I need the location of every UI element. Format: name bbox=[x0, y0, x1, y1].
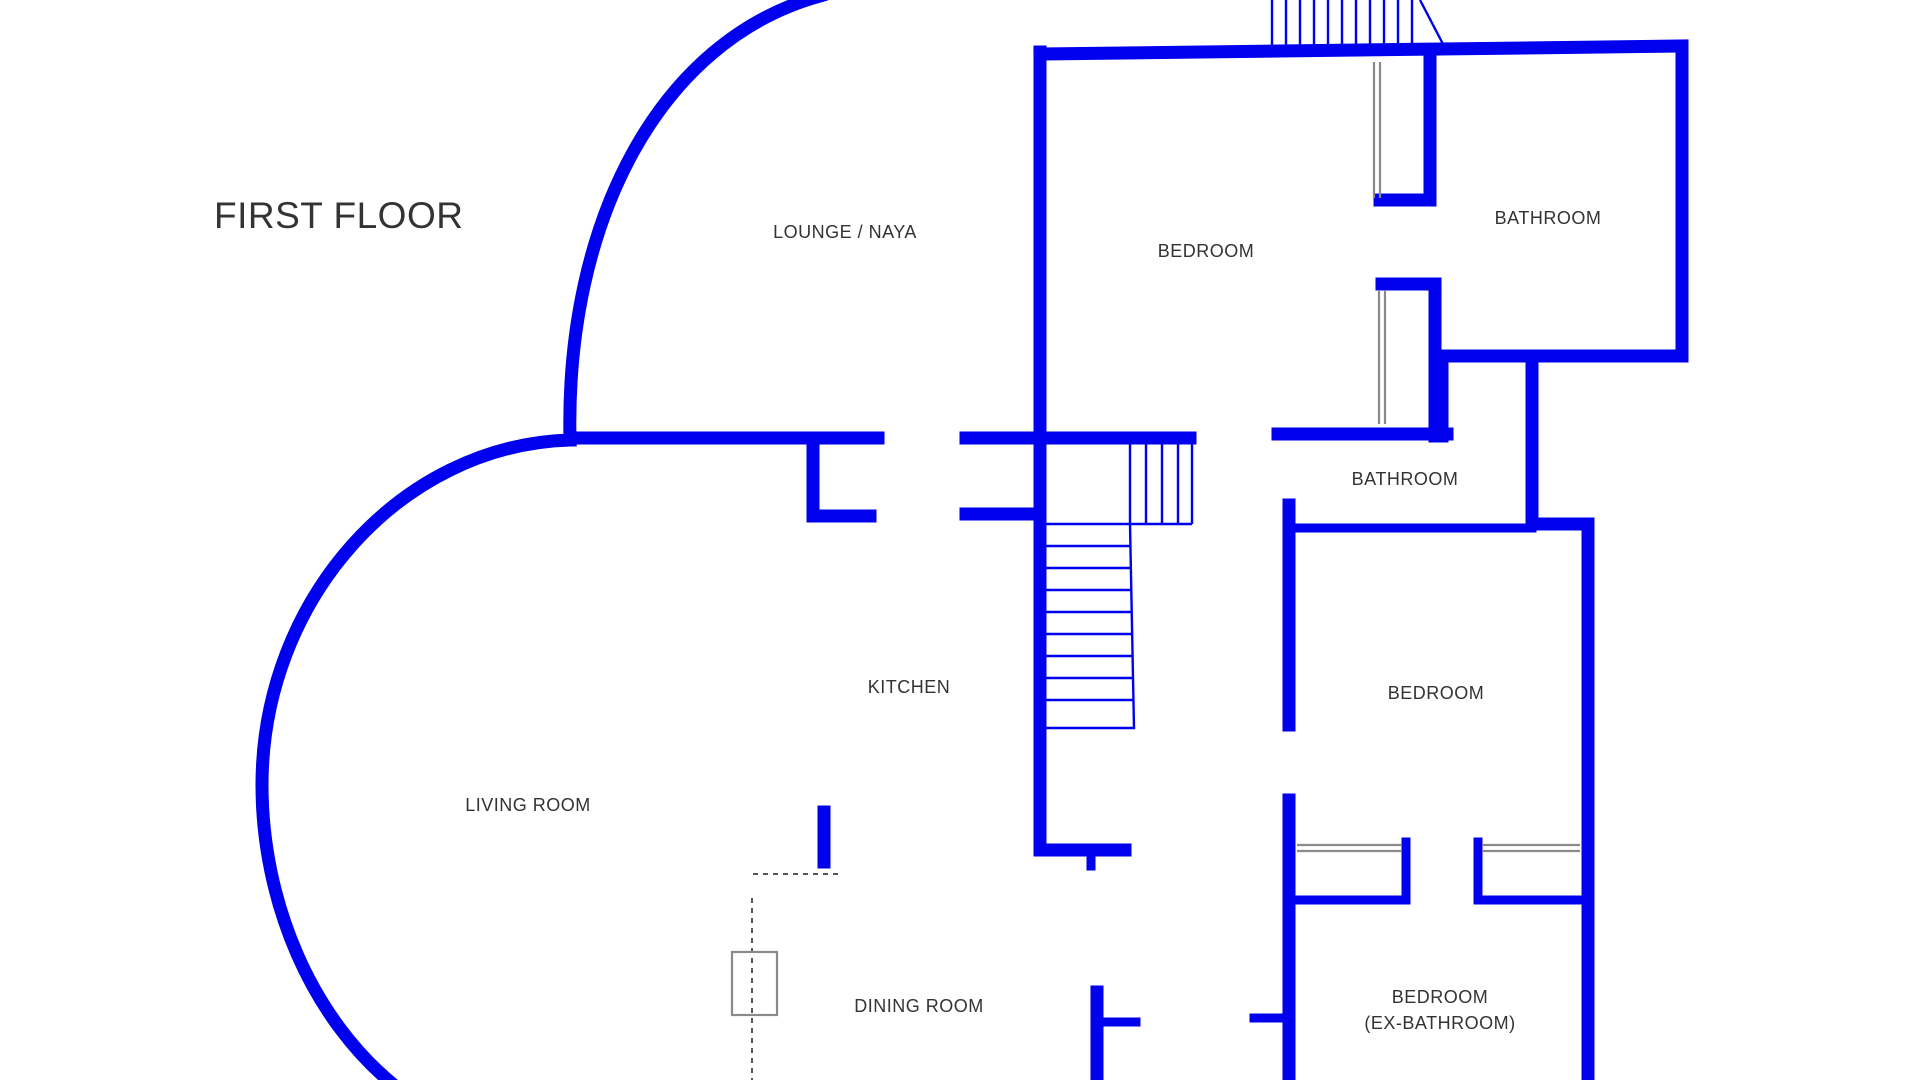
kitchen-door-jamb-left bbox=[806, 439, 877, 523]
lounge-curved-wall bbox=[563, 0, 828, 447]
label-bedroom-ex-line1: BEDROOM bbox=[1392, 987, 1489, 1007]
upper-block-west-wall bbox=[1033, 45, 1132, 857]
kitchen-stair bbox=[1046, 523, 1136, 730]
upper-bedroom-partition-top bbox=[1373, 49, 1437, 207]
label-bathroom-mid: BATHROOM bbox=[1352, 469, 1459, 489]
label-kitchen: KITCHEN bbox=[868, 677, 951, 697]
label-living-room: LIVING ROOM bbox=[465, 795, 591, 815]
landing-stair bbox=[1046, 440, 1194, 526]
label-bathroom-top: BATHROOM bbox=[1495, 208, 1602, 228]
living-room-curved-wall bbox=[255, 433, 577, 1080]
label-bedroom-mid: BEDROOM bbox=[1388, 683, 1485, 703]
exterior-stair-top bbox=[1270, 0, 1446, 48]
label-bedroom-top: BEDROOM bbox=[1158, 241, 1255, 261]
closet-left bbox=[1290, 837, 1411, 905]
label-lounge: LOUNGE / NAYA bbox=[773, 222, 917, 242]
upper-block-north-wall bbox=[1033, 39, 1689, 363]
right-wing-east-wall bbox=[1525, 517, 1595, 1080]
closet-left-rail bbox=[1297, 843, 1402, 853]
dining-column bbox=[730, 950, 779, 1017]
wardrobe-top bbox=[1372, 62, 1382, 198]
label-dining-room: DINING ROOM bbox=[854, 996, 984, 1016]
wardrobe-bottom bbox=[1377, 290, 1387, 424]
upper-bedroom-partition-bottom bbox=[1375, 277, 1442, 443]
floor-title: FIRST FLOOR bbox=[214, 195, 463, 236]
closet-right bbox=[1473, 837, 1587, 905]
closet-right-rail bbox=[1482, 843, 1580, 853]
label-bedroom-ex-line2: (EX-BATHROOM) bbox=[1364, 1013, 1515, 1033]
